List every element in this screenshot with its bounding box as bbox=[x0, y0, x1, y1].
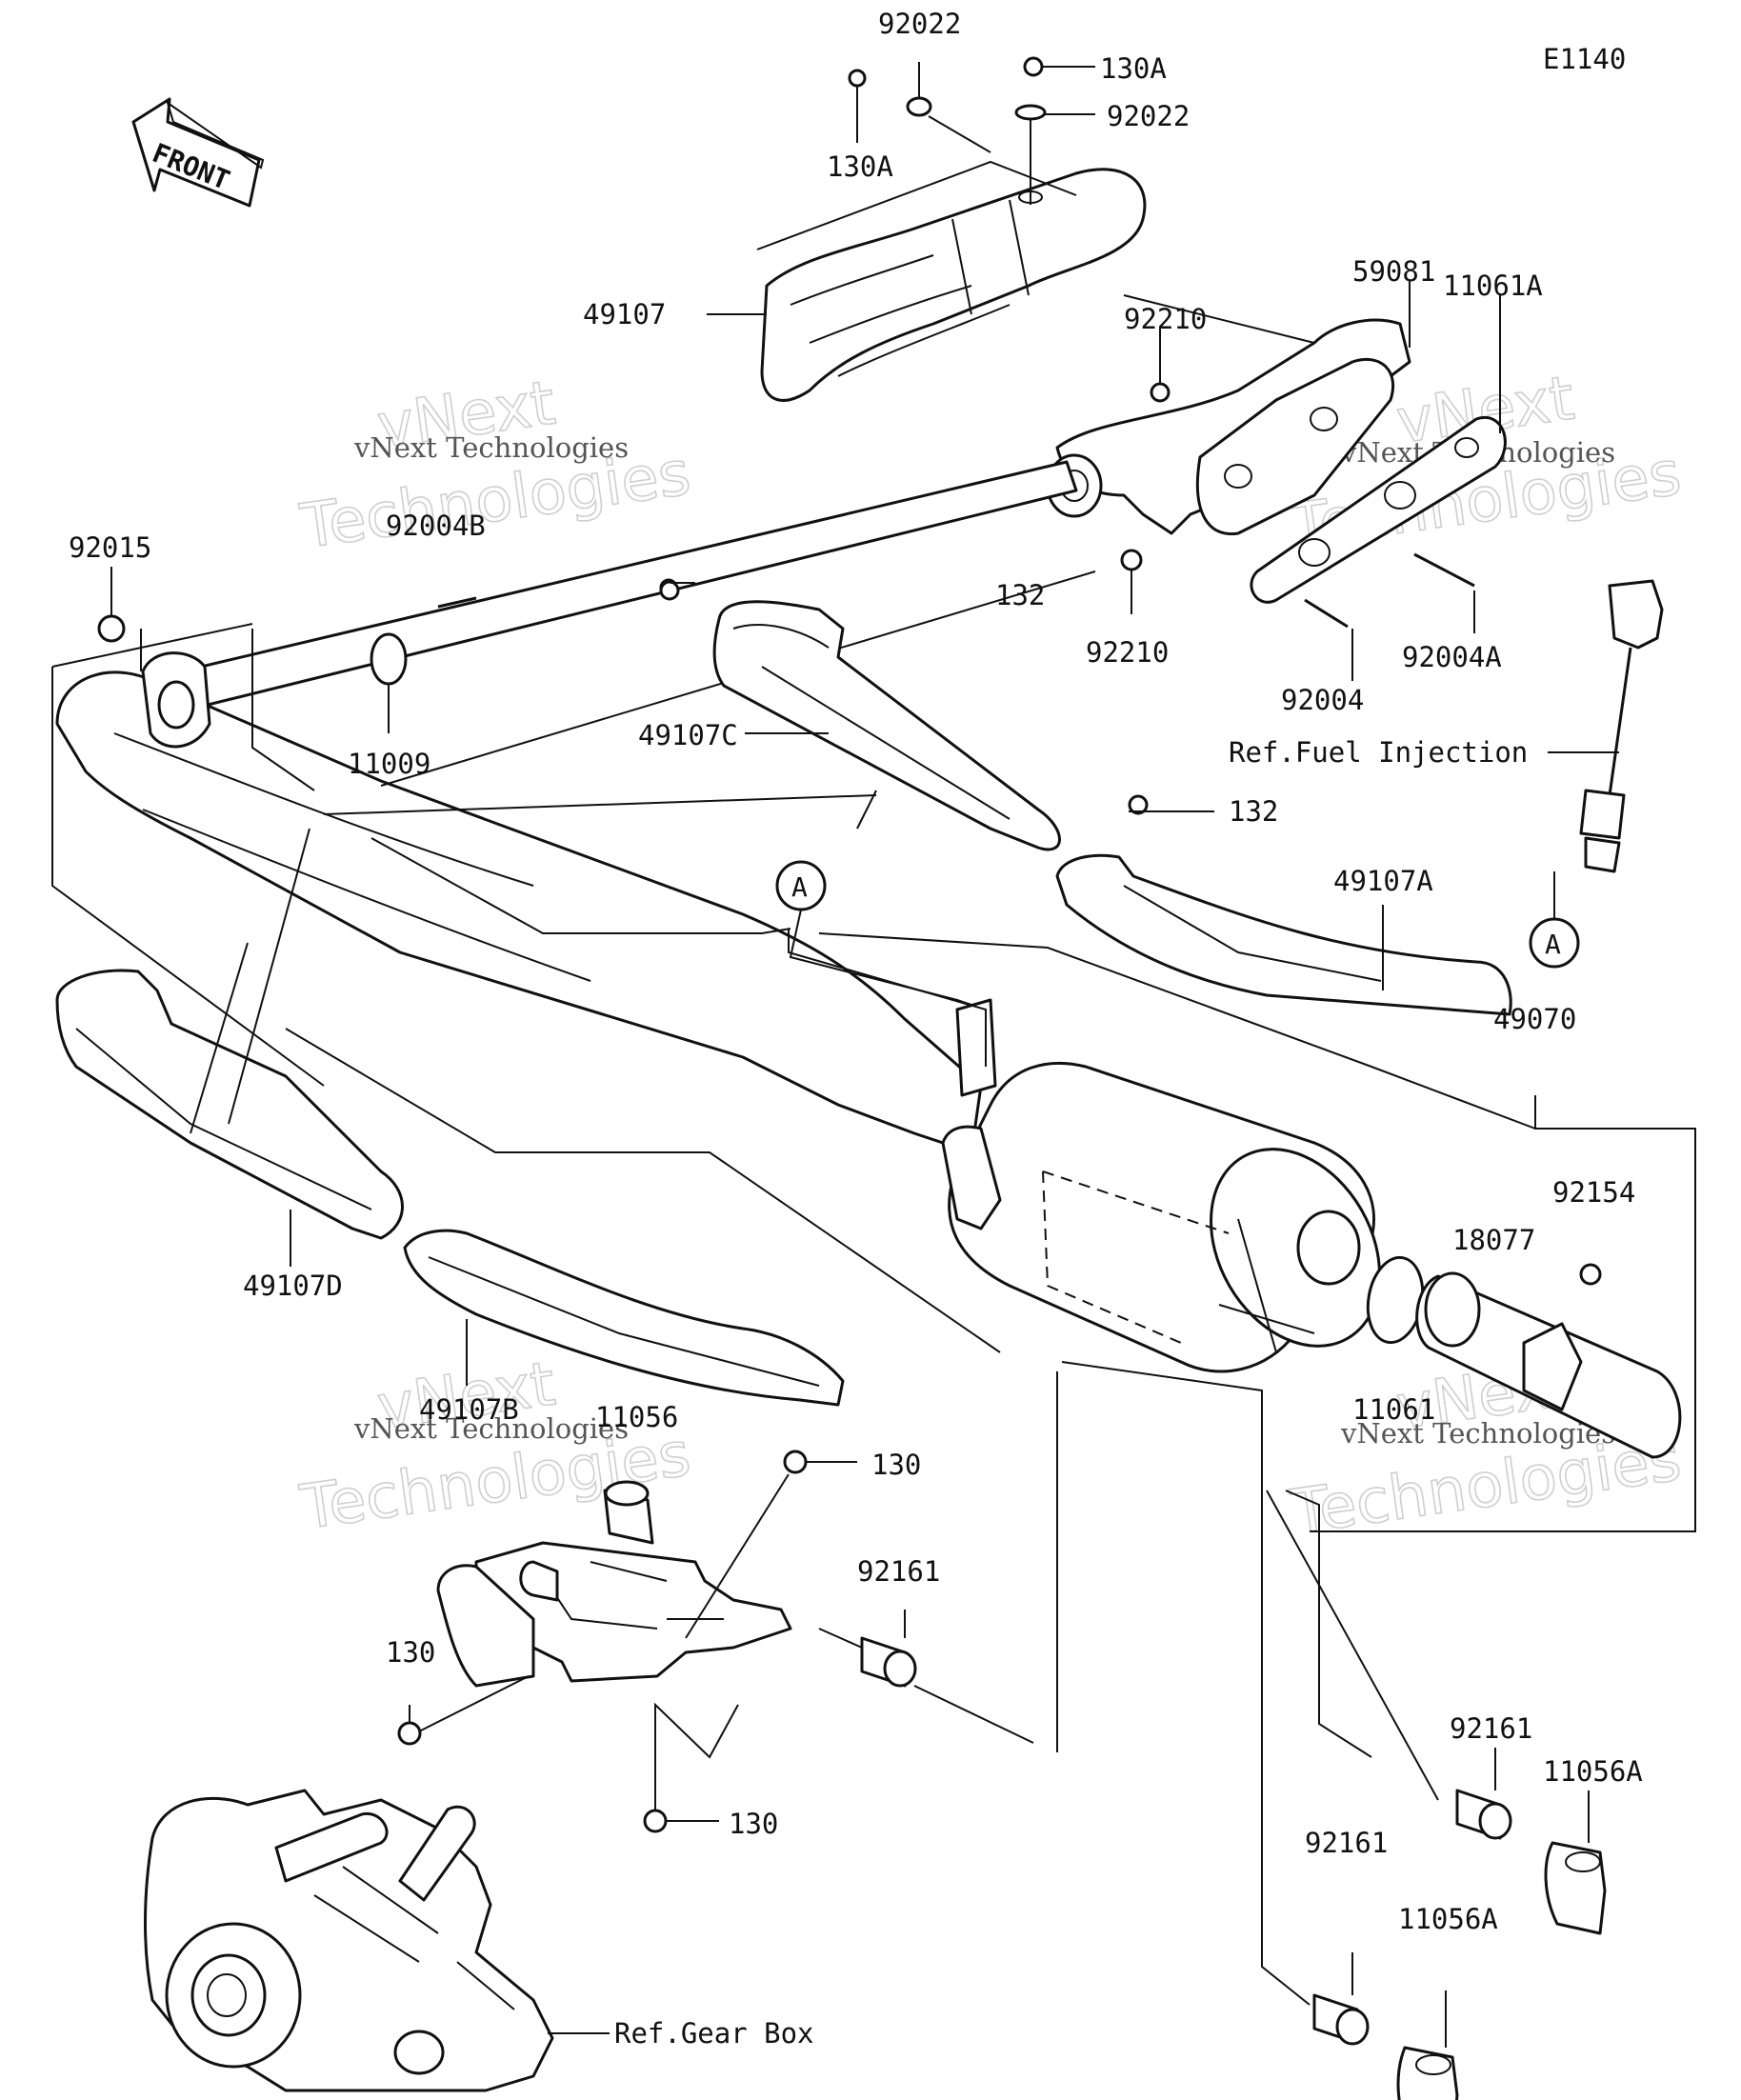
svg-text:A: A bbox=[791, 871, 808, 903]
gasket-11009 bbox=[370, 632, 408, 686]
rubber-mount-11056 bbox=[603, 1480, 654, 1545]
bolt-130-c bbox=[643, 1809, 668, 1833]
label-130-c: 130 bbox=[729, 1808, 778, 1840]
bolt-132-top bbox=[659, 580, 680, 601]
stud-92004A bbox=[1413, 552, 1475, 588]
label-92161-b: 92161 bbox=[1450, 1712, 1532, 1745]
label-49107: 49107 bbox=[583, 298, 666, 330]
label-11056A-c: 11056A bbox=[1398, 1903, 1498, 1935]
bolt-132-mid bbox=[1128, 794, 1149, 815]
label-49107A: 49107A bbox=[1333, 865, 1433, 897]
label-92210-bottom: 92210 bbox=[1086, 636, 1169, 669]
label-92161-a: 92161 bbox=[857, 1555, 940, 1588]
label-11009: 11009 bbox=[348, 748, 430, 780]
heat-shield-49107B bbox=[403, 1229, 845, 1407]
bolt-130-b bbox=[397, 1721, 422, 1746]
heat-shield-49107A bbox=[1055, 853, 1512, 1016]
label-11056: 11056 bbox=[595, 1401, 678, 1433]
label-92022-right: 92022 bbox=[1107, 100, 1190, 132]
rubber-bushing-92161-a bbox=[860, 1636, 917, 1688]
label-130A-top: 130A bbox=[1100, 52, 1167, 85]
washer-92022-right bbox=[1014, 104, 1047, 121]
svg-text:A: A bbox=[1545, 929, 1561, 960]
label-92154: 92154 bbox=[1552, 1176, 1635, 1209]
nut-92210-bottom bbox=[1120, 549, 1143, 571]
label-132-mid: 132 bbox=[1229, 795, 1278, 828]
rubber-bushing-92161-c bbox=[1312, 1993, 1370, 2046]
leader-lines-top bbox=[707, 62, 1501, 681]
label-49070: 49070 bbox=[1493, 1003, 1576, 1035]
rubber-mount-11056A-b bbox=[1544, 1841, 1607, 1935]
ref-marker-a-main: A bbox=[775, 860, 972, 1006]
gear-box bbox=[144, 1789, 554, 2092]
label-130A-left: 130A bbox=[827, 150, 893, 183]
stud-92004B bbox=[437, 596, 477, 609]
bolt-130A-top bbox=[1023, 56, 1095, 77]
label-130-b: 130 bbox=[386, 1636, 435, 1669]
bolt-130A-left bbox=[848, 69, 867, 88]
ref-marker-a-sensor: A bbox=[1529, 871, 1580, 969]
stud-92004 bbox=[1304, 598, 1349, 629]
label-49107B: 49107B bbox=[419, 1393, 519, 1426]
nut-92210-top bbox=[1150, 382, 1171, 403]
bracket-left-arm bbox=[436, 1564, 535, 1688]
assembly-lines bbox=[51, 623, 1536, 2006]
label-130-a: 130 bbox=[871, 1449, 921, 1481]
label-92004: 92004 bbox=[1281, 684, 1364, 716]
o2-sensor bbox=[1579, 579, 1664, 873]
label-92210-top: 92210 bbox=[1124, 303, 1207, 335]
rubber-bushing-92161-b bbox=[1455, 1789, 1512, 1840]
heat-shield-49107C bbox=[659, 578, 1061, 851]
nut-92015 bbox=[97, 614, 126, 643]
label-18077: 18077 bbox=[1452, 1224, 1535, 1256]
svg-text:vNext Technologies: vNext Technologies bbox=[353, 431, 629, 464]
muffler-bracket bbox=[474, 1541, 792, 1683]
svg-text:vNext Technologies: vNext Technologies bbox=[353, 1412, 629, 1445]
label-92161-c: 92161 bbox=[1305, 1827, 1388, 1859]
ref-fuel-injection-label: Ref.Fuel Injection bbox=[1229, 736, 1528, 769]
label-11056A-b: 11056A bbox=[1543, 1755, 1643, 1788]
label-11061: 11061 bbox=[1352, 1393, 1435, 1426]
leader-lines-shields bbox=[110, 567, 1384, 1386]
ref-gear-box-label: Ref.Gear Box bbox=[614, 2017, 814, 2050]
label-49107D: 49107D bbox=[243, 1270, 343, 1302]
watermark-top-left: vNext Technologies vNext Technologies bbox=[295, 368, 695, 564]
label-92004B: 92004B bbox=[386, 510, 486, 542]
label-92015: 92015 bbox=[69, 531, 151, 564]
header-flange bbox=[141, 651, 211, 749]
label-132-top: 132 bbox=[995, 579, 1045, 611]
svg-text:vNext Technologies: vNext Technologies bbox=[1340, 1417, 1615, 1450]
part-labels: 92022 130A 92022 130A 49107 59081 92210 … bbox=[69, 8, 1643, 1935]
diagram-code: E1140 bbox=[1543, 43, 1626, 75]
heat-shield-49107D bbox=[55, 969, 404, 1240]
label-11061A: 11061A bbox=[1443, 270, 1543, 302]
gasket-11061A bbox=[1250, 415, 1507, 604]
heat-shield-49107 bbox=[760, 168, 1147, 402]
bolt-92154 bbox=[1579, 1263, 1602, 1286]
label-92022-top: 92022 bbox=[878, 8, 961, 40]
washer-92022-left bbox=[906, 96, 932, 117]
bolt-130-a bbox=[783, 1450, 808, 1474]
label-59081: 59081 bbox=[1352, 255, 1435, 288]
label-92004A: 92004A bbox=[1402, 641, 1502, 673]
tail-pipe-18077 bbox=[1415, 1271, 1682, 1459]
rubber-mount-11056A-c bbox=[1396, 2046, 1459, 2100]
muffler-group-box bbox=[1310, 1095, 1696, 1532]
front-direction-arrow: FRONT bbox=[131, 97, 265, 208]
label-49107C: 49107C bbox=[638, 719, 738, 751]
muffler-49070 bbox=[941, 998, 1381, 1373]
